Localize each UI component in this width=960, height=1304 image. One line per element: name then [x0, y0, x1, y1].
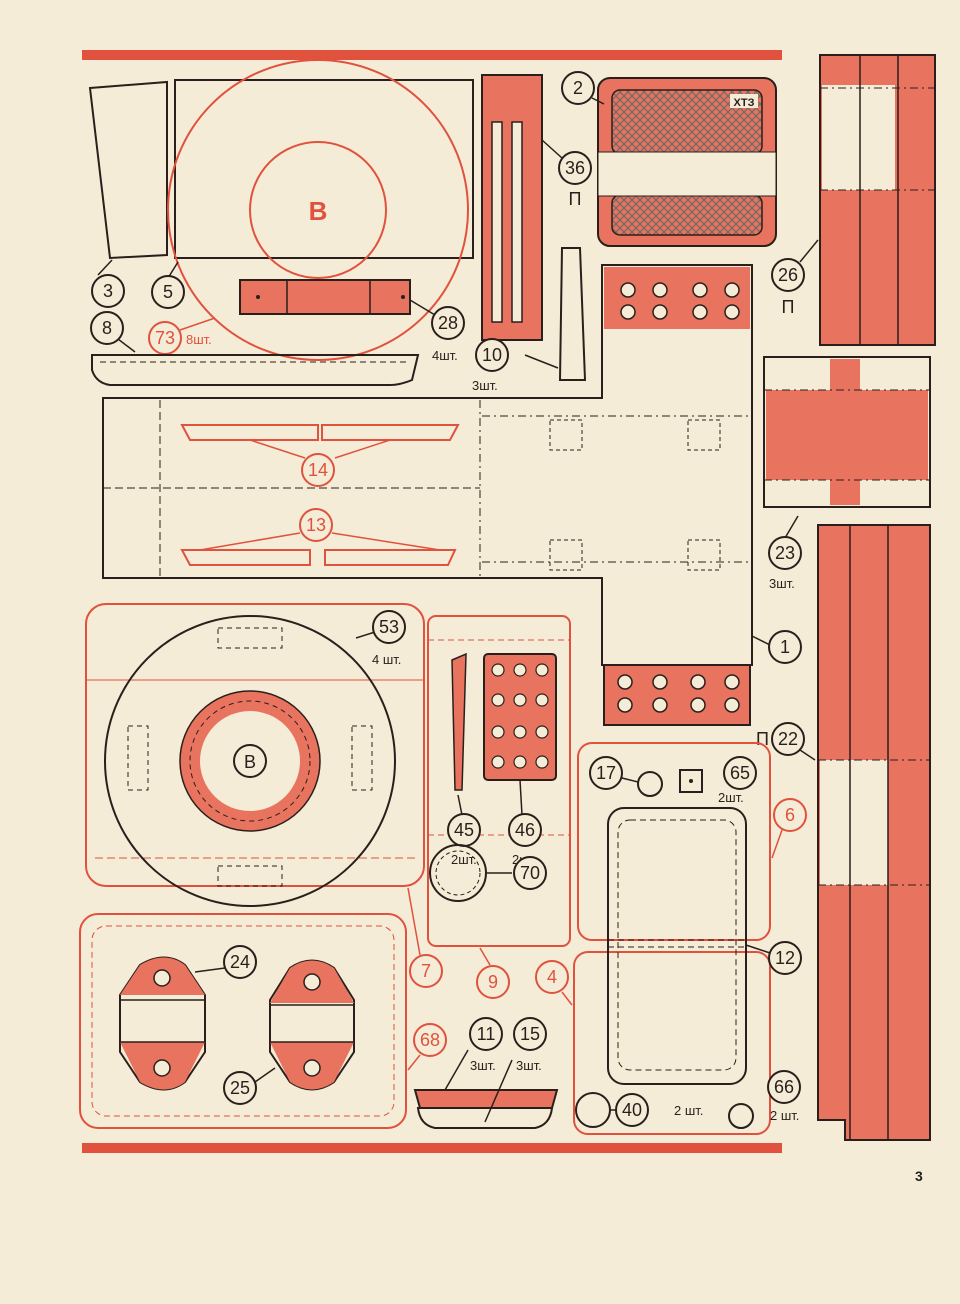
label-letter-b-wheel: В [244, 752, 256, 772]
part-4: 4 [535, 951, 771, 1135]
label-part-65: 65 [730, 763, 750, 783]
part-68: 68 [79, 913, 447, 1129]
part-53: В 53 4 шт. [104, 610, 406, 907]
part-2-grille: ХТЗ 2 [561, 71, 777, 247]
label-part-53: 53 [379, 617, 399, 637]
label-part-70: 70 [520, 863, 540, 883]
label-part-1: 1 [780, 637, 790, 657]
top-border-bar [82, 50, 782, 60]
label-part-22: 22 [778, 729, 798, 749]
part-14: 14 [180, 424, 460, 487]
part-17: 17 [589, 756, 663, 797]
label-part-45: 45 [454, 820, 474, 840]
part-26: 26 П [771, 54, 936, 346]
part-36: 36 П [481, 74, 592, 341]
qty-part-40: 2 шт. [674, 1103, 703, 1118]
mark-p-26: П [782, 297, 795, 317]
part-13: 13 [180, 508, 457, 566]
part-1-chassis: 1 [102, 264, 802, 726]
part-28: 28 4шт. [239, 279, 465, 363]
label-part-14: 14 [308, 460, 328, 480]
qty-part-23: 3шт. [769, 576, 795, 591]
part-15: 15 3шт. [484, 1017, 547, 1123]
part-3: 3 [88, 80, 168, 308]
label-part-9: 9 [488, 972, 498, 992]
label-part-6: 6 [785, 805, 795, 825]
label-part-68: 68 [420, 1030, 440, 1050]
mark-p-36: П [569, 189, 582, 209]
label-part-17: 17 [596, 763, 616, 783]
label-part-10: 10 [482, 345, 502, 365]
part-66: 66 2 шт. [728, 1070, 801, 1129]
label-part-24: 24 [230, 952, 250, 972]
part-70: 70 [429, 844, 547, 902]
label-part-11: 11 [477, 1024, 496, 1044]
label-part-36: 36 [565, 158, 585, 178]
label-part-15: 15 [520, 1024, 540, 1044]
qty-part-10: 3шт. [472, 378, 498, 393]
label-part-73: 73 [155, 328, 175, 348]
label-part-13: 13 [306, 515, 326, 535]
part-11: 11 3шт. [413, 1017, 559, 1129]
part-40: 40 2 шт. [575, 1092, 703, 1128]
part-22: П 22 [756, 524, 931, 1141]
label-part-25: 25 [230, 1078, 250, 1098]
page-number: 3 [915, 1168, 923, 1184]
label-part-5: 5 [163, 282, 173, 302]
qty-part-73: 8шт. [186, 332, 212, 347]
part-65: 65 2шт. [679, 756, 757, 805]
label-part-40: 40 [622, 1100, 642, 1120]
part-12: 12 [607, 807, 802, 1085]
label-part-8: 8 [102, 318, 112, 338]
part-9: 9 [427, 615, 571, 999]
part-46: 46 2шт. [483, 653, 557, 867]
label-part-46: 46 [515, 820, 535, 840]
grille-badge-text: ХТЗ [734, 97, 755, 109]
qty-part-15: 3шт. [516, 1058, 542, 1073]
part-23: 23 3шт. [763, 356, 931, 591]
qty-part-65: 2шт. [718, 790, 744, 805]
part-10: 10 3шт. [472, 247, 587, 393]
part-5: В 5 73 8шт. [148, 59, 474, 361]
part-45: 45 2шт. [447, 652, 481, 867]
part-24: 24 [119, 945, 257, 1091]
bottom-border-bar [82, 1143, 782, 1153]
part-6: 6 [577, 742, 807, 941]
qty-part-45: 2шт. [451, 852, 477, 867]
part-8: 8 [90, 311, 420, 386]
label-letter-b-top: В [309, 196, 328, 226]
mark-p-22: П [756, 729, 769, 749]
label-part-7: 7 [421, 961, 431, 981]
label-part-2: 2 [573, 78, 583, 98]
qty-part-53: 4 шт. [372, 652, 401, 667]
qty-part-28: 4шт. [432, 348, 458, 363]
label-part-3: 3 [103, 281, 113, 301]
qty-part-66: 2 шт. [770, 1108, 799, 1123]
label-part-28: 28 [438, 313, 458, 333]
part-25: 25 [223, 959, 355, 1105]
label-part-4: 4 [547, 967, 557, 987]
label-part-66: 66 [774, 1077, 794, 1097]
qty-part-11: 3шт. [470, 1058, 496, 1073]
label-part-12: 12 [775, 948, 795, 968]
label-part-26: 26 [778, 265, 798, 285]
label-part-23: 23 [775, 543, 795, 563]
